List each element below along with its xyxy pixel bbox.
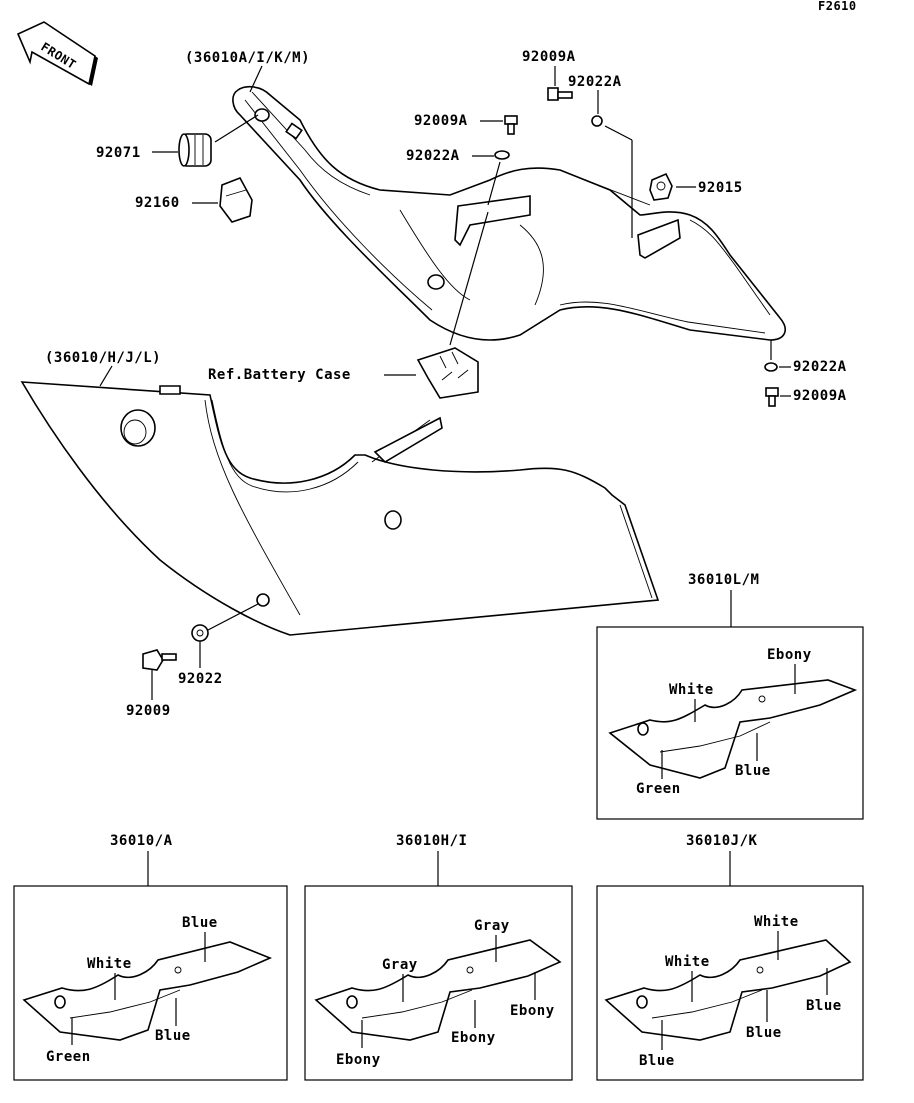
clip-92160 xyxy=(219,176,253,223)
battery-case-bracket xyxy=(416,347,479,399)
callout-washer-mid: 92022A xyxy=(406,148,460,164)
lower-side-cover xyxy=(20,381,660,636)
callout-battery-case: Ref.Battery Case xyxy=(208,367,351,383)
front-arrow-icon: FRONT xyxy=(16,21,98,86)
variant-hi-color-3: Ebony xyxy=(451,1030,496,1046)
callout-lower-assembly: (36010/H/J/L) xyxy=(45,350,161,366)
variant-jk-color-4: Blue xyxy=(806,998,842,1014)
variant-panel-36010jk: 36010J/K White White Blue Blue Blue xyxy=(596,833,864,1081)
callout-bolt-lower: 92009 xyxy=(126,703,171,719)
variant-lm-color-1: White xyxy=(669,682,714,698)
figure-code: F2610 xyxy=(818,0,857,13)
variant-code-jk: 36010J/K xyxy=(686,833,758,849)
variant-jk-color-0: White xyxy=(754,914,799,930)
washer-92022-lower xyxy=(191,624,209,642)
variant-jk-color-1: White xyxy=(665,954,710,970)
callout-nut: 92015 xyxy=(698,180,743,196)
variant-lm-color-0: Ebony xyxy=(767,647,812,663)
variant-code-a: 36010/A xyxy=(110,833,173,849)
variant-a-color-0: Blue xyxy=(182,915,218,931)
variant-hi-color-2: Ebony xyxy=(336,1052,381,1068)
variant-hi-color-0: Gray xyxy=(474,918,510,934)
washer-92022a-top xyxy=(591,115,603,127)
callout-92160: 92160 xyxy=(135,195,180,211)
variant-a-color-1: White xyxy=(87,956,132,972)
callout-92071: 92071 xyxy=(96,145,141,161)
variant-a-color-2: Green xyxy=(46,1049,91,1065)
variant-panel-36010a: 36010/A Blue White Green Blue xyxy=(13,833,288,1081)
variant-code-hi: 36010H/I xyxy=(396,833,467,849)
variant-hi-color-1: Gray xyxy=(382,957,418,973)
grommet-92071 xyxy=(178,114,259,167)
variant-lm-color-2: Green xyxy=(636,781,681,797)
variant-lm-color-3: Blue xyxy=(735,763,771,779)
callout-washer-top: 92022A xyxy=(568,74,622,90)
callout-bolt-mid: 92009A xyxy=(414,113,468,129)
variant-jk-color-2: Blue xyxy=(639,1053,675,1069)
variant-jk-color-3: Blue xyxy=(746,1025,782,1041)
bolt-92009a-right xyxy=(765,387,779,407)
variant-a-color-3: Blue xyxy=(155,1028,191,1044)
bolt-92009a-mid xyxy=(504,115,518,135)
callout-washer-lower: 92022 xyxy=(178,671,223,687)
variant-hi-color-4: Ebony xyxy=(510,1003,555,1019)
callout-washer-right: 92022A xyxy=(793,359,847,375)
washer-92022a-mid xyxy=(494,150,510,160)
variant-panel-36010lm: 36010L/M Ebony White Green Blue xyxy=(596,572,864,820)
washer-92022a-right xyxy=(764,362,778,372)
callout-bolt-top: 92009A xyxy=(522,49,576,65)
callout-bolt-right: 92009A xyxy=(793,388,847,404)
callout-upper-assembly: (36010A/I/K/M) xyxy=(185,50,310,66)
variant-panel-36010hi: 36010H/I Gray Gray Ebony Ebony Ebony xyxy=(304,833,573,1081)
nut-92015 xyxy=(649,172,673,201)
bolt-92009-lower xyxy=(142,649,177,671)
variant-code-lm: 36010L/M xyxy=(688,572,759,588)
bolt-92009a-top xyxy=(547,87,573,101)
